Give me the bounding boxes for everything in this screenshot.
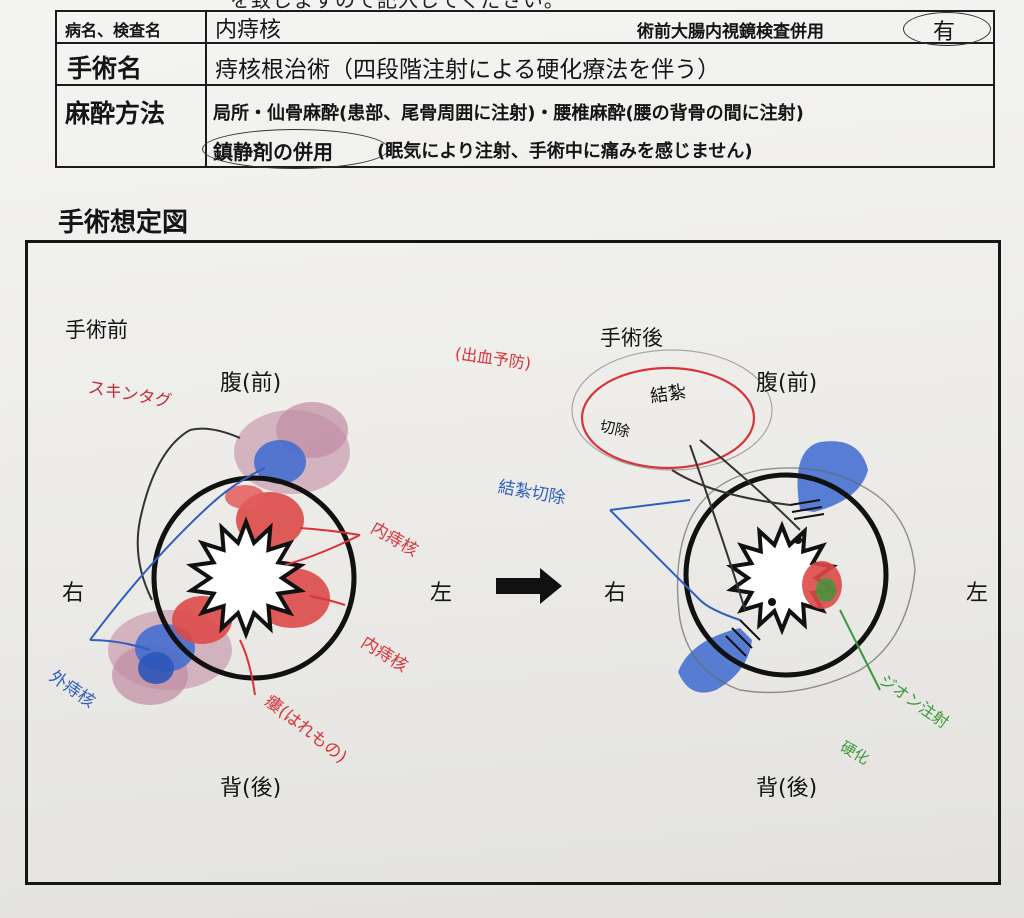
section-title: 手術想定図 <box>58 208 189 238</box>
disease-label: 病名、検査名 <box>65 21 162 40</box>
circled-mark <box>202 129 389 169</box>
circled-mark <box>903 12 991 46</box>
before-title: 手術前 <box>65 318 128 342</box>
after-annotation-lines <box>609 439 881 691</box>
colonoscopy-label: 術前大腸内視鏡検査併用 <box>637 22 824 42</box>
suture-dot <box>794 536 802 544</box>
diagram-frame <box>25 240 1001 885</box>
after-sclerotherapy-mark <box>816 578 836 602</box>
before-back-label: 背(後) <box>220 776 282 801</box>
before-left-label: 左 <box>430 581 453 606</box>
red-circle-annotation <box>580 366 756 470</box>
after-title: 手術後 <box>600 326 663 350</box>
anesthesia-line2-rest: (眠気により注射、手術中に痛みを感じません) <box>377 141 753 162</box>
before-right-label: 右 <box>62 581 85 606</box>
anesthesia-line1: 局所・仙骨麻酔(患部、尾骨周囲に注射)・腰椎麻酔(腰の背骨の間に注射) <box>213 103 804 124</box>
suture-dot <box>768 598 776 606</box>
after-anus-circle <box>683 472 889 678</box>
surgery-label: 手術名 <box>67 54 143 83</box>
after-anal-lumen <box>726 520 838 636</box>
surgery-value: 痔核根治術（四段階注射による硬化療法を伴う） <box>215 57 721 83</box>
after-ligation-stitches <box>725 499 825 657</box>
after-left-label: 左 <box>966 581 989 606</box>
table-rule <box>57 42 993 44</box>
table-rule <box>57 84 993 86</box>
disease-value: 内痔核 <box>215 18 282 43</box>
after-pencil-outline <box>676 467 916 694</box>
clipped-top-text: を致しますので記入してください。 <box>230 0 970 10</box>
after-front-label: 腹(前) <box>756 371 818 396</box>
before-front-label: 腹(前) <box>220 371 282 396</box>
table-column-rule <box>205 12 207 166</box>
before-anus-circle <box>151 475 357 681</box>
note-ligation: 結紮 <box>648 381 688 408</box>
before-anal-lumen <box>185 516 307 640</box>
after-back-label: 背(後) <box>756 776 818 801</box>
anesthesia-label: 麻酔方法 <box>65 99 166 128</box>
transition-arrow <box>496 568 562 604</box>
surgery-info-table: 病名、検査名 内痔核 術前大腸内視鏡検査併用 有 手術名 痔核根治術（四段階注射… <box>55 10 995 169</box>
before-annotation-lines <box>89 427 361 696</box>
colonoscopy-value: 有 <box>933 20 956 45</box>
after-right-label: 右 <box>604 581 627 606</box>
